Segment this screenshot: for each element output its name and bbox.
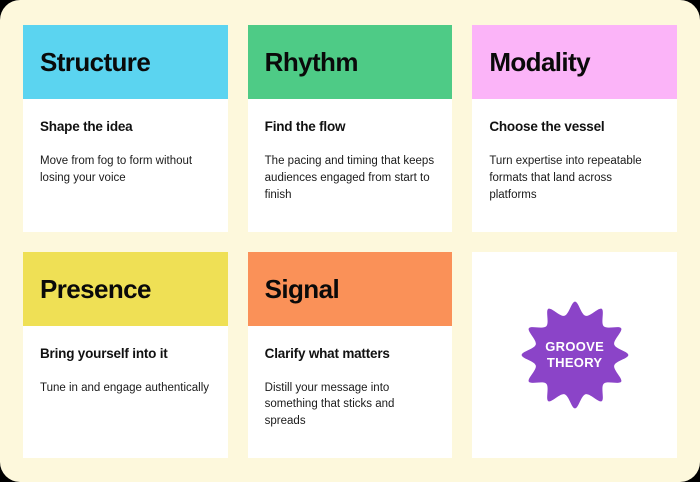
groove-theory-badge: GROOVE THEORY <box>517 297 633 413</box>
card-body: Choose the vessel Turn expertise into re… <box>472 99 677 232</box>
card-title: Modality <box>489 47 590 77</box>
card-presence[interactable]: Presence Bring yourself into it Tune in … <box>23 251 228 459</box>
card-body: Bring yourself into it Tune in and engag… <box>23 326 228 459</box>
card-description: Tune in and engage authentically <box>40 381 210 394</box>
card-title: Presence <box>40 273 151 304</box>
card-description: Move from fog to form without losing you… <box>40 155 193 184</box>
badge-label: GROOVE THEORY <box>545 339 604 372</box>
card-title: Rhythm <box>264 47 359 77</box>
card-title: Signal <box>264 273 340 304</box>
card-subtitle: Choose the vessel <box>489 119 605 134</box>
card-modality[interactable]: Modality Choose the vessel Turn expertis… <box>472 25 677 232</box>
card-grid: Structure Shape the idea Move from fog t… <box>23 25 677 458</box>
card-subtitle: Find the flow <box>264 119 346 134</box>
card-structure[interactable]: Structure Shape the idea Move from fog t… <box>23 25 228 232</box>
card-title: Structure <box>40 47 151 77</box>
card-header-rhythm: Rhythm <box>247 25 453 99</box>
card-badge[interactable]: GROOVE THEORY <box>472 251 677 458</box>
card-body: Find the flow The pacing and timing that… <box>248 99 453 232</box>
card-rhythm[interactable]: Rhythm Find the flow The pacing and timi… <box>247 25 453 232</box>
card-subtitle: Shape the idea <box>40 119 133 134</box>
card-signal[interactable]: Signal Clarify what matters Distill your… <box>247 251 453 459</box>
card-subtitle: Clarify what matters <box>264 345 390 361</box>
card-subtitle: Bring yourself into it <box>40 345 168 361</box>
card-description: Distill your message into something that… <box>264 381 395 428</box>
card-body: Shape the idea Move from fog to form wit… <box>23 99 228 232</box>
card-body: Clarify what matters Distill your messag… <box>248 326 453 459</box>
card-header-structure: Structure <box>23 25 228 99</box>
starburst-icon <box>521 301 629 409</box>
badge-line-1: GROOVE <box>545 338 605 354</box>
card-header-presence: Presence <box>23 251 228 326</box>
card-description: Turn expertise into repeatable formats t… <box>489 155 642 201</box>
badge-line-2: THEORY <box>546 354 603 370</box>
card-description: The pacing and timing that keeps audienc… <box>264 155 435 201</box>
card-header-signal: Signal <box>247 251 453 326</box>
card-header-modality: Modality <box>472 25 677 99</box>
